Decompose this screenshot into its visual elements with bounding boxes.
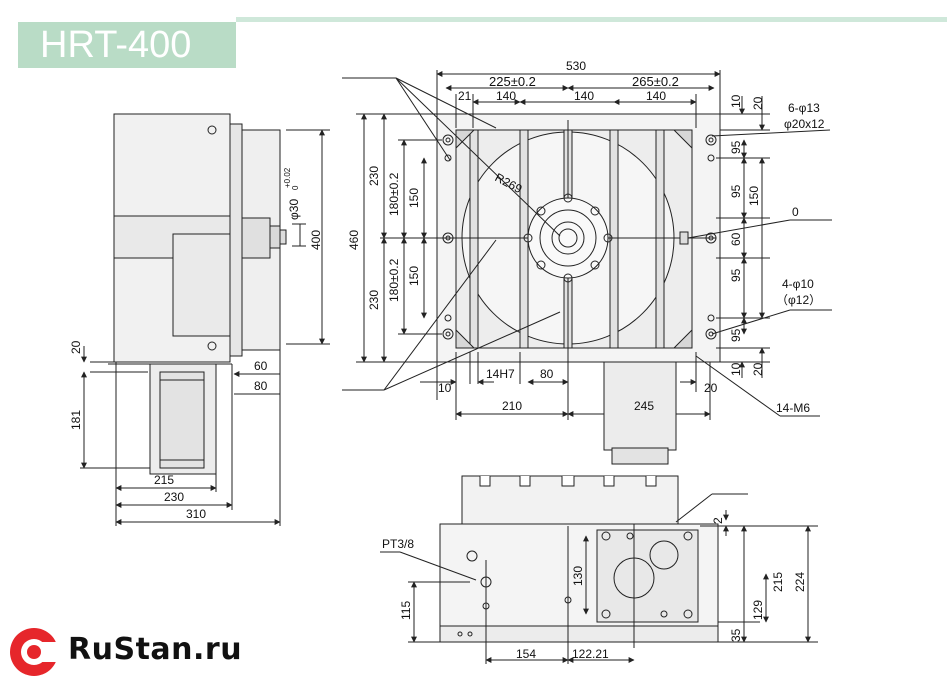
dim-20-right: 20 bbox=[704, 381, 718, 395]
shaft-tol-low: 0 bbox=[291, 185, 300, 190]
dim-215-front: 215 bbox=[771, 572, 785, 592]
dim-35: 35 bbox=[729, 628, 743, 642]
dim-20-bottom: 20 bbox=[751, 362, 765, 376]
dim-181: 181 bbox=[69, 410, 83, 430]
label-zero: 0 bbox=[792, 205, 799, 219]
dim-210: 210 bbox=[502, 399, 522, 413]
dim-224: 224 bbox=[793, 572, 807, 592]
dim-60-side: 60 bbox=[254, 359, 268, 373]
dim-60-right: 60 bbox=[729, 232, 743, 246]
dim-10-top: 10 bbox=[729, 94, 743, 108]
side-view bbox=[80, 113, 330, 526]
dim-230-side: 230 bbox=[164, 490, 184, 504]
holes-6-phi13: 6-φ13 bbox=[788, 101, 820, 115]
dim-122-21: 122.21 bbox=[572, 647, 609, 661]
dim-140-c: 140 bbox=[646, 89, 666, 103]
dim-95-a: 95 bbox=[729, 140, 743, 154]
dim-2: 2 bbox=[711, 517, 725, 524]
dim-150-lower: 150 bbox=[407, 266, 421, 286]
dim-150-upper: 150 bbox=[407, 188, 421, 208]
dim-265: 265±0.2 bbox=[632, 74, 679, 89]
dim-245: 245 bbox=[634, 399, 654, 413]
dim-95-c: 95 bbox=[729, 268, 743, 282]
dim-14-m6: 14-M6 bbox=[776, 401, 810, 415]
title-banner bbox=[18, 22, 236, 68]
dim-154: 154 bbox=[516, 647, 536, 661]
port-pt3-8: PT3/8 bbox=[382, 537, 414, 551]
dim-95-d: 95 bbox=[729, 328, 743, 342]
dim-14h7: 14H7 bbox=[486, 367, 515, 381]
dim-215-side: 215 bbox=[154, 473, 174, 487]
top-view bbox=[342, 70, 832, 465]
dim-230-lower: 230 bbox=[367, 290, 381, 310]
dim-225: 225±0.2 bbox=[489, 74, 536, 89]
holes-phi20x12: φ20x12 bbox=[784, 117, 825, 131]
dim-460: 460 bbox=[347, 230, 361, 250]
dim-230-upper: 230 bbox=[367, 166, 381, 186]
dim-140-b: 140 bbox=[574, 89, 594, 103]
dim-400: 400 bbox=[309, 230, 323, 250]
holes-phi12: （φ12） bbox=[776, 293, 821, 307]
dim-80: 80 bbox=[540, 367, 554, 381]
dim-80-side: 80 bbox=[254, 379, 268, 393]
shaft-tol-up: +0.02 bbox=[283, 167, 292, 188]
dim-10-bottom: 10 bbox=[729, 362, 743, 376]
header-stripe bbox=[236, 17, 947, 22]
rustan-logo-icon bbox=[10, 628, 60, 676]
front-view bbox=[380, 475, 818, 664]
dim-130: 130 bbox=[571, 566, 585, 586]
dim-180-upper: 180±0.2 bbox=[387, 172, 401, 216]
dim-20-top: 20 bbox=[751, 96, 765, 110]
dim-21: 21 bbox=[458, 89, 472, 103]
model-title: HRT-400 bbox=[40, 24, 192, 66]
shaft-phi30: φ30 bbox=[287, 199, 301, 220]
dim-10-left: 10 bbox=[438, 381, 452, 395]
dim-180-lower: 180±0.2 bbox=[387, 258, 401, 302]
dim-530: 530 bbox=[566, 59, 586, 73]
holes-4-phi10: 4-φ10 bbox=[782, 277, 814, 291]
dim-129: 129 bbox=[751, 600, 765, 620]
dim-310: 310 bbox=[186, 507, 206, 521]
dim-140-a: 140 bbox=[496, 89, 516, 103]
dim-20-side: 20 bbox=[69, 340, 83, 354]
brand-name[interactable]: RuStan.ru bbox=[68, 632, 243, 667]
dim-115: 115 bbox=[399, 601, 413, 620]
dim-150-right: 150 bbox=[747, 186, 761, 206]
dim-95-b: 95 bbox=[729, 184, 743, 198]
